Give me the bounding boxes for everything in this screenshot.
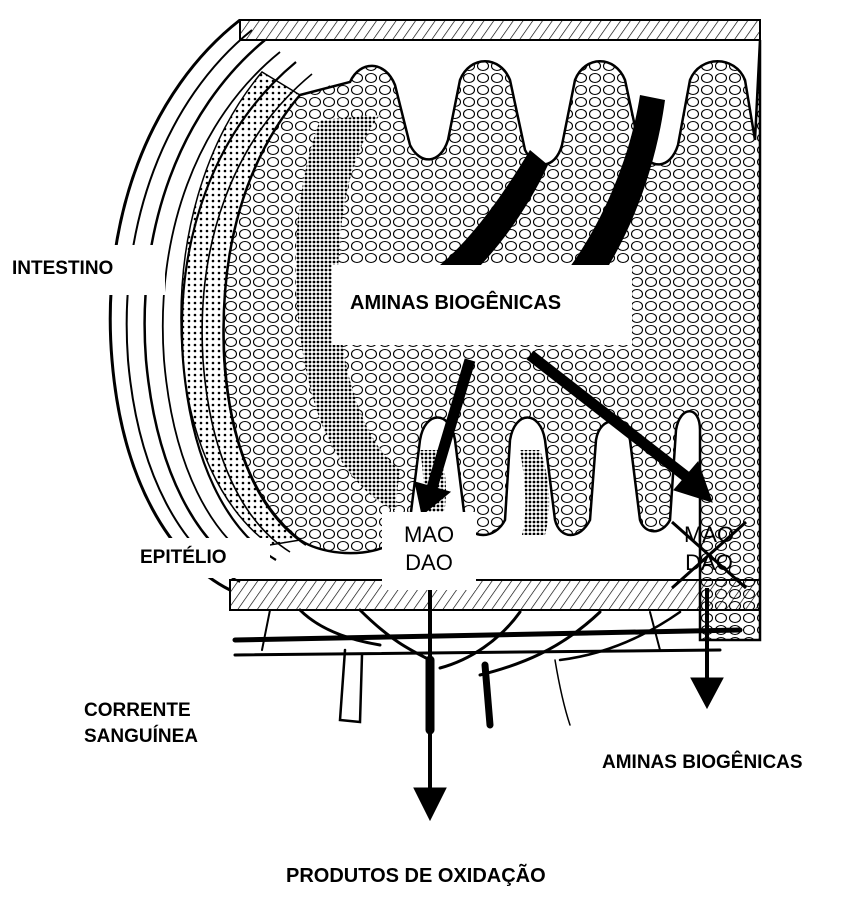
label-intestino: INTESTINO: [12, 258, 113, 280]
label-aminas-biogenicas-top: AMINAS BIOGÊNICAS: [350, 292, 561, 314]
label-epitelio: EPITÉLIO: [140, 547, 227, 569]
enzyme-left-dao: DAO: [382, 550, 476, 576]
label-sanguinea: SANGUÍNEA: [84, 726, 198, 748]
label-aminas-biogenicas-right: AMINAS BIOGÊNICAS: [602, 752, 803, 774]
enzyme-left-mao: MAO: [382, 522, 476, 548]
label-corrente: CORRENTE: [84, 700, 191, 722]
enzyme-right-mao: MAO: [664, 522, 754, 548]
enzyme-right-dao: DAO: [664, 550, 754, 576]
blood-vessels: [235, 610, 740, 730]
label-produtos-de-oxidacao: PRODUTOS DE OXIDAÇÃO: [286, 865, 546, 887]
base-band: [230, 580, 760, 610]
